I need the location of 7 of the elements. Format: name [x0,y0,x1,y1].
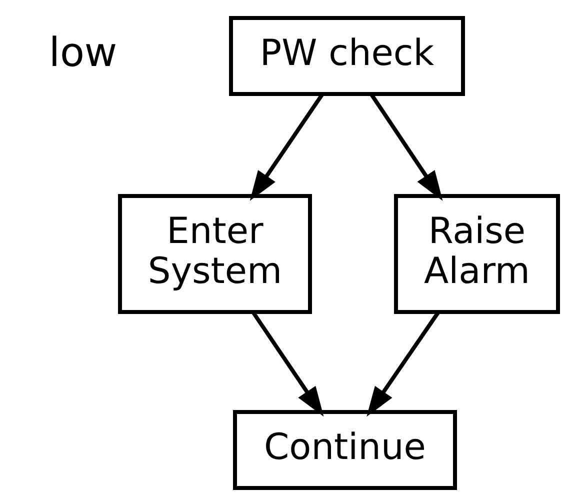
arrow [249,93,324,201]
node-box: Raise Alarm [394,194,560,314]
node-box: Continue [232,410,456,490]
node-box: Enter System [118,194,312,314]
label: low [48,30,117,76]
node-box: PW check [228,16,464,96]
arrow [369,93,442,201]
